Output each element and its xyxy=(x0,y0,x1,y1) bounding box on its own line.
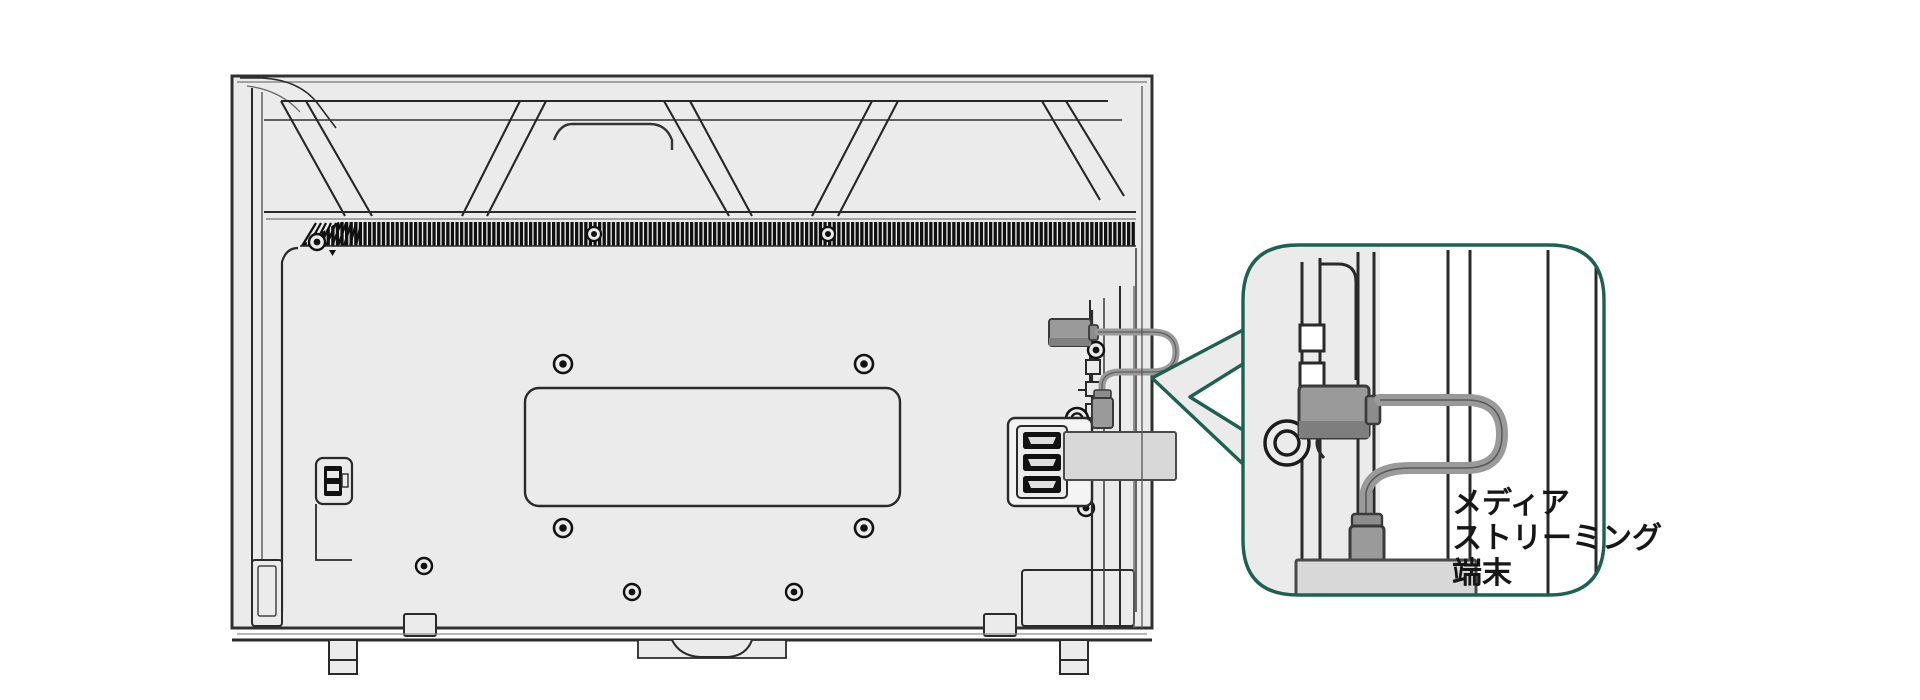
tv-bottom-label-right xyxy=(983,613,1017,637)
screw-vent-left xyxy=(307,232,327,252)
tv-corner-chamfer xyxy=(240,77,337,129)
arrow-marker-vent xyxy=(329,250,336,256)
tv-corner-chamfer-inner xyxy=(246,85,301,113)
callout-panel-border xyxy=(1241,243,1606,597)
callout-power-cable-outline xyxy=(1365,399,1503,520)
tv-stand-foot-left xyxy=(328,639,358,675)
screw-lower-right xyxy=(784,582,804,602)
side-usb-port xyxy=(314,456,354,506)
tv-rear-body xyxy=(230,74,1180,675)
tv-top-center-notch xyxy=(572,122,674,150)
screw-vesa-tl xyxy=(552,353,574,375)
streaming-usb-plug xyxy=(1091,389,1114,429)
tv-stand-foot-right xyxy=(1059,639,1089,675)
callout-label-line-2: ストリーミング xyxy=(1452,521,1662,557)
hdmi-port-3 xyxy=(1023,476,1061,493)
tv-left-bottom-recess-inner xyxy=(257,565,277,617)
callout-label-line-1: メディア xyxy=(1452,486,1570,521)
tv-outer-edge xyxy=(230,74,1154,630)
screw-lower-left xyxy=(414,556,434,576)
callout-contents xyxy=(1263,245,1604,595)
callout-media-streaming-stick xyxy=(1297,384,1382,440)
vesa-mount-plate xyxy=(523,386,902,508)
tv-left-bezel xyxy=(251,88,263,620)
screw-vesa-br xyxy=(853,517,875,539)
hdmi-port-2 xyxy=(1023,454,1061,471)
callout-magnifier xyxy=(1241,243,1606,597)
callout-label: メディア ストリーミング 端末 xyxy=(1452,486,1662,591)
tv-connector-cover-block xyxy=(1063,431,1177,481)
screw-lower-mid xyxy=(622,582,642,602)
tv-vent-grille xyxy=(300,222,1136,247)
tv-upper-brace-panel xyxy=(264,99,1125,217)
tv-right-port-bay xyxy=(1006,286,1180,628)
vesa-screw-holes xyxy=(552,353,875,539)
callout-cover-block xyxy=(1294,558,1478,595)
screw-vesa-tr xyxy=(853,353,875,375)
callout-label-line-3: 端末 xyxy=(1452,556,1512,592)
tv-top-center-notch-left xyxy=(552,122,573,141)
screw-vesa-bl xyxy=(552,517,574,539)
tv-spec-sticker xyxy=(1021,569,1135,627)
tv-backplate-left-edge xyxy=(280,246,299,612)
media-streaming-stick xyxy=(1048,318,1099,347)
screw-vent-mid-2 xyxy=(819,225,837,243)
screw-vent-mid-1 xyxy=(585,225,603,243)
hdmi-port-1 xyxy=(1023,432,1061,449)
tv-bottom-label-left xyxy=(403,613,437,637)
side-usb-recess xyxy=(315,504,352,561)
screw-port-bay xyxy=(1086,340,1106,360)
callout-aux-slot-1 xyxy=(1298,323,1326,353)
tv-bottom-center-bulge xyxy=(637,639,787,659)
